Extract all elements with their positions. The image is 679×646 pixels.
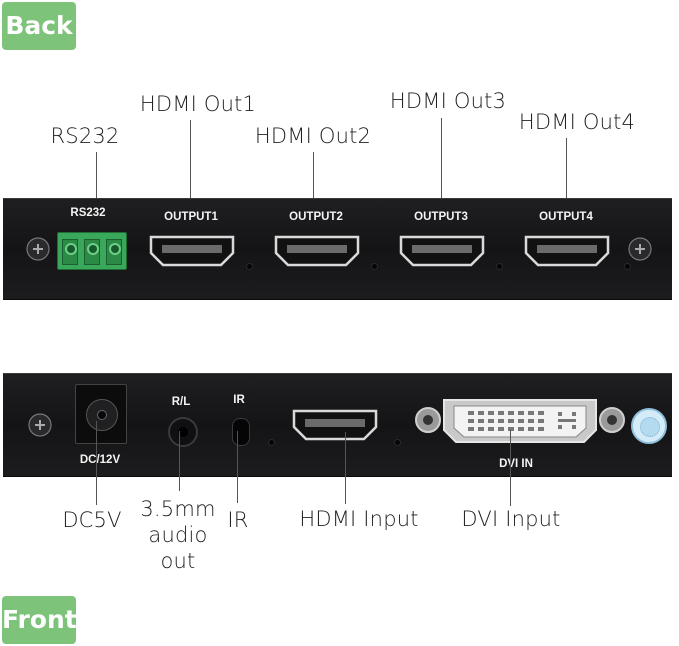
front-panel: DC/12V R/L IR DVI IN: [3, 373, 672, 477]
silk-rs232: RS232: [70, 207, 106, 219]
hdmi-port-icon: [399, 235, 485, 267]
led-hole: [269, 440, 274, 445]
screw-icon: [28, 413, 52, 437]
callout-hdmi-input: HDMI Input: [299, 507, 419, 531]
callout-ir: IR: [227, 508, 249, 532]
led-hole: [625, 264, 630, 269]
hdmi-port-icon: [292, 409, 378, 441]
screw-icon: [628, 237, 652, 261]
hdmi-port-icon: [149, 235, 235, 267]
leader-hdmi-out1: [190, 120, 192, 238]
silk-dc12v: DC/12V: [79, 454, 121, 466]
callout-hdmi-out1: HDMI Out1: [139, 92, 257, 116]
brand-logo-disc: [631, 408, 667, 444]
screw-icon: [26, 237, 50, 261]
leader-rs232: [96, 152, 98, 234]
rs232-terminal-block: [57, 232, 127, 270]
callout-hdmi-out4: HDMI Out4: [518, 110, 636, 134]
silk-rl: R/L: [171, 396, 191, 408]
hdmi-port-icon: [524, 235, 610, 267]
leader-hdmi-out3: [441, 118, 443, 238]
silk-output2: OUTPUT2: [289, 211, 343, 223]
led-hole: [372, 264, 377, 269]
front-label-badge: Front: [2, 596, 77, 644]
callout-dvi-input: DVI Input: [461, 507, 561, 531]
ir-sensor-window: [232, 418, 250, 446]
back-panel: RS232 OUTPUT1 OUTPUT2 OUTPUT3 OUTPUT4: [3, 198, 672, 300]
led-hole: [497, 264, 502, 269]
dc-power-jack: [75, 384, 127, 444]
silk-dvi-in: DVI IN: [499, 458, 533, 470]
leader-hdmi-input: [345, 432, 347, 504]
callout-rs232: RS232: [50, 124, 120, 148]
callout-dc5v: DC5V: [62, 508, 122, 532]
led-hole: [395, 440, 400, 445]
audio-jack: [168, 417, 198, 447]
back-label-badge: Back: [2, 2, 76, 50]
leader-dc5v: [96, 421, 98, 505]
leader-ir: [237, 431, 239, 503]
callout-hdmi-out2: HDMI Out2: [254, 124, 372, 148]
leader-audio: [179, 431, 181, 491]
silk-output1: OUTPUT1: [164, 211, 218, 223]
leader-hdmi-out2: [313, 152, 315, 238]
dvi-port-icon: [415, 399, 625, 443]
callout-hdmi-out3: HDMI Out3: [389, 89, 507, 113]
callout-audio-out: 3.5mm audio out: [140, 496, 215, 574]
callout-audio-line1: 3.5mm: [140, 497, 216, 521]
silk-output3: OUTPUT3: [414, 211, 468, 223]
leader-hdmi-out4: [566, 138, 568, 238]
leader-dvi-input: [510, 430, 512, 506]
silk-ir: IR: [233, 394, 245, 406]
callout-audio-line3: out: [160, 549, 196, 573]
callout-audio-line2: audio: [148, 523, 208, 547]
led-hole: [247, 264, 252, 269]
hdmi-port-icon: [274, 235, 360, 267]
silk-output4: OUTPUT4: [539, 211, 593, 223]
